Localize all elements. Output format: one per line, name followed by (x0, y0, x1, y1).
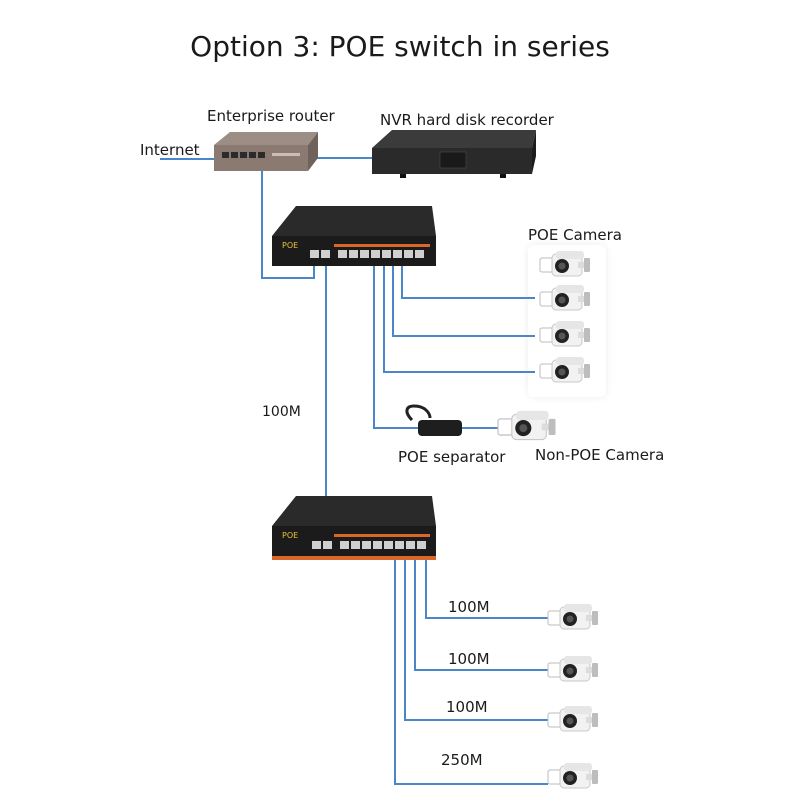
branch-4-speed-label: 250M (441, 751, 483, 769)
branch-1-speed-label: 100M (448, 598, 490, 616)
branch-3-speed-label: 100M (446, 698, 488, 716)
poe-switch-2-device: POE (272, 496, 436, 560)
enterprise-router-label: Enterprise router (207, 107, 335, 125)
poe-camera-2 (539, 284, 591, 311)
cables (160, 157, 548, 785)
switch-1-brand-label: POE (282, 241, 298, 250)
switch2-camera-3 (547, 705, 599, 732)
switch2-cam2-cable (414, 560, 548, 671)
nvr-device (372, 130, 536, 178)
switch2-cam1-cable (425, 560, 548, 619)
switch2-cam4-cable (394, 560, 548, 785)
switch-cam1-cable (401, 262, 535, 299)
poe-separator-label: POE separator (398, 448, 506, 466)
enterprise-router-device (214, 132, 318, 171)
switch2-camera-4 (547, 762, 599, 789)
branch-2-speed-label: 100M (448, 650, 490, 668)
switch2-cam3-cable (404, 560, 548, 721)
diagram-title: Option 3: POE switch in series (190, 30, 610, 63)
non-poe-camera (497, 410, 557, 441)
switch2-camera-2 (547, 655, 599, 682)
switch-separator-cable (373, 262, 418, 429)
nvr-label: NVR hard disk recorder (380, 111, 554, 129)
poe-separator-device (405, 404, 462, 436)
uplink-speed-label: 100M (262, 404, 301, 420)
poe-camera-label: POE Camera (528, 226, 622, 244)
poe-camera-1 (539, 250, 591, 277)
switch-cam3-cable (383, 262, 535, 373)
poe-camera-3 (539, 320, 591, 347)
poe-switch-1-device: POE (272, 206, 436, 266)
poe-camera-4 (539, 356, 591, 383)
switch-cam2-cable (392, 262, 535, 337)
router-switch-cable (261, 170, 315, 279)
non-poe-camera-label: Non-POE Camera (535, 446, 665, 464)
internet-label: Internet (140, 141, 200, 159)
switch2-camera-1 (547, 603, 599, 630)
switch-2-brand-label: POE (282, 531, 298, 540)
